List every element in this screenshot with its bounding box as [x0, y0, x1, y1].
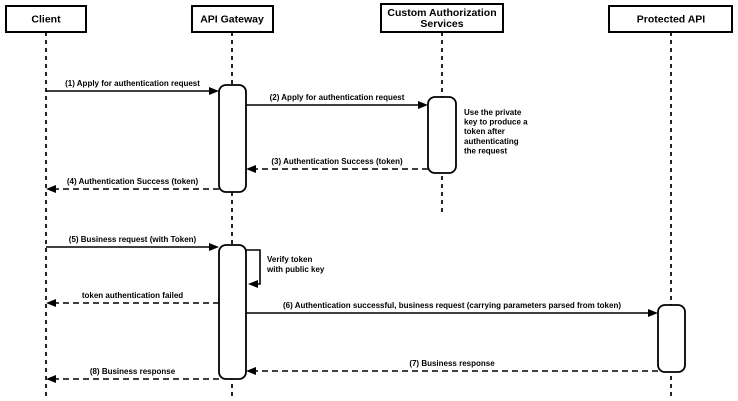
msg-5-label: (5) Business request (with Token) [69, 235, 197, 244]
self-msg-verify-token-label: with public key [266, 265, 325, 274]
note-private-key-line: authenticating [464, 137, 519, 146]
note-private-key-line: key to produce a [464, 118, 528, 127]
actor-box-custom-authorization-services [380, 3, 504, 33]
self-msg-verify-token-line [246, 249, 261, 285]
msg-8-label: (8) Business response [90, 367, 176, 376]
msg-6-arrowhead [648, 309, 658, 317]
msg-3-label: (3) Authentication Success (token) [271, 157, 403, 166]
msg-2-label: (2) Apply for authentication request [270, 93, 405, 102]
msg-1-label: (1) Apply for authentication request [65, 79, 200, 88]
note-private-key-line: token after [464, 127, 505, 136]
actor-box-api-gateway [191, 5, 274, 33]
self-msg-verify-token-label: Verify token [267, 255, 312, 264]
msg-1-arrowhead [209, 87, 219, 95]
msg-2-arrowhead [418, 101, 428, 109]
actor-box-protected-api [608, 5, 733, 33]
msg-8-arrowhead [46, 375, 56, 383]
msg-7-label: (7) Business response [409, 359, 495, 368]
note-private-key-line: the request [464, 146, 507, 155]
actor-label-client: Client [31, 14, 61, 26]
msg-7-arrowhead [246, 367, 256, 375]
self-msg-verify-token-arrowhead [248, 280, 258, 288]
msg-6-label: (6) Authentication successful, business … [283, 301, 621, 310]
actor-label-custom-authorization-services: Custom Authorization [387, 7, 496, 19]
msg-4-label: (4) Authentication Success (token) [67, 177, 199, 186]
activation-custom-auth-services [427, 96, 457, 174]
msg-token-failed-label: token authentication failed [82, 291, 183, 300]
actor-label-api-gateway: API Gateway [200, 14, 264, 26]
activation-api-gateway-business [218, 244, 247, 380]
msg-3-arrowhead [246, 165, 256, 173]
actor-label-custom-authorization-services: Services [420, 18, 463, 30]
activation-api-gateway-auth [218, 84, 247, 193]
msg-4-arrowhead [46, 185, 56, 193]
actor-box-client [5, 5, 87, 33]
actor-label-protected-api: Protected API [637, 14, 706, 26]
activation-protected-api [657, 304, 686, 373]
msg-token-failed-arrowhead [46, 299, 56, 307]
note-private-key-line: Use the private [464, 108, 522, 117]
msg-5-arrowhead [209, 243, 219, 251]
